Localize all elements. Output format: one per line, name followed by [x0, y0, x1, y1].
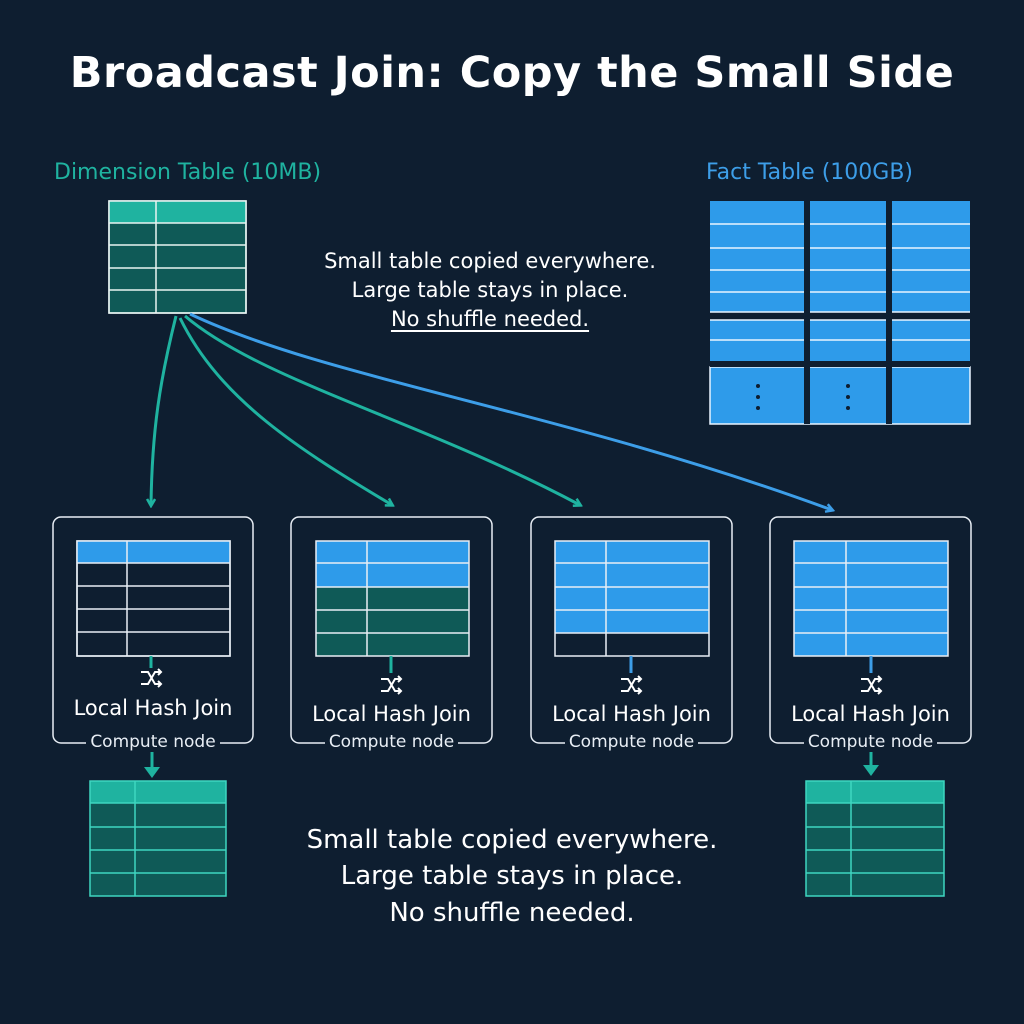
dimension-table-label: Dimension Table (10MB)	[54, 160, 322, 185]
output-table-4	[805, 780, 945, 897]
output-arrow-1	[144, 750, 160, 778]
compute-node-4	[769, 516, 972, 744]
shuffle-icon	[621, 675, 643, 695]
note-bottom-line-3: No shuffle needed.	[389, 897, 635, 928]
node-1-label: Compute node	[86, 732, 220, 752]
ellipsis-icon	[756, 384, 850, 410]
output-arrow-4	[863, 750, 879, 776]
output-table-1	[89, 780, 227, 897]
node-3-label: Compute node	[564, 732, 699, 752]
node-1-join-label: Local Hash Join	[73, 696, 233, 720]
arrow-to-node-3	[184, 314, 580, 505]
dimension-table	[108, 200, 247, 314]
compute-node-1	[52, 516, 254, 744]
note-bottom: Small table copied everywhere. Large tab…	[200, 822, 824, 931]
compute-node-3	[530, 516, 733, 744]
fact-table	[709, 201, 971, 425]
shuffle-icon	[141, 668, 163, 688]
fact-table-label: Fact Table (100GB)	[706, 160, 914, 185]
node-2-join-label: Local Hash Join	[312, 702, 471, 726]
diagram-title: Broadcast Join: Copy the Small Side	[69, 48, 955, 98]
node-2-label-wrap: Compute node	[291, 732, 492, 752]
node-4-label: Compute node	[803, 732, 938, 752]
arrow-to-node-4	[189, 312, 832, 510]
note-top-line-1: Small table copied everywhere.	[324, 249, 656, 273]
note-bottom-line-2: Large table stays in place.	[340, 861, 684, 892]
note-bottom-line-1: Small table copied everywhere.	[306, 825, 718, 855]
node-4-join-label: Local Hash Join	[791, 702, 950, 726]
node-3-join-label: Local Hash Join	[552, 702, 711, 726]
node-4-label-wrap: Compute node	[770, 732, 971, 752]
note-top-line-2: Large table stays in place.	[351, 277, 629, 302]
note-top: Small table copied everywhere. Large tab…	[250, 247, 730, 334]
shuffle-icon	[861, 675, 883, 695]
node-3-label-wrap: Compute node	[531, 732, 732, 752]
shuffle-icon	[381, 675, 403, 695]
node-1-label-wrap: Compute node	[53, 732, 253, 752]
compute-node-2	[290, 516, 493, 744]
broadcast-arrows	[151, 312, 832, 510]
node-2-label: Compute node	[324, 732, 459, 752]
arrow-to-node-2	[178, 317, 392, 505]
note-top-line-3: No shuffle needed.	[390, 306, 590, 331]
arrow-to-node-1	[151, 315, 178, 505]
